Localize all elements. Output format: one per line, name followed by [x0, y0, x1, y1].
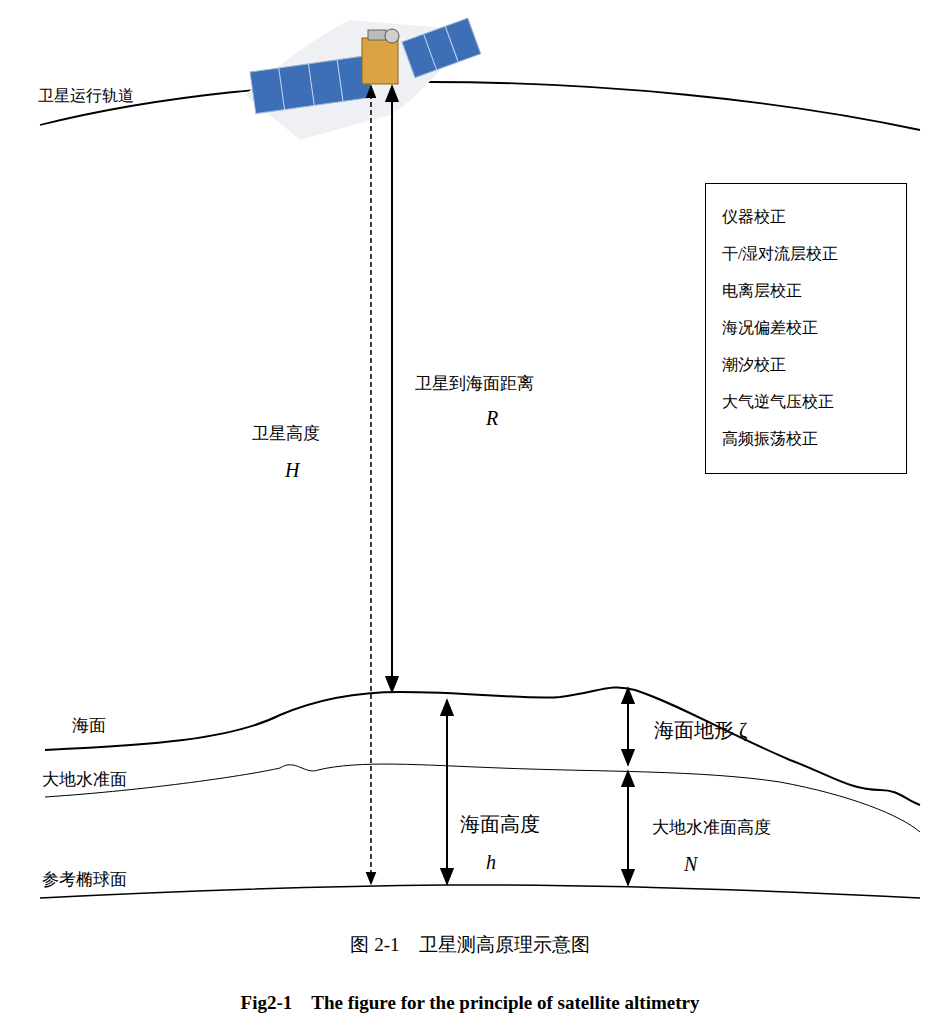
correction-item: 电离层校正: [722, 272, 890, 309]
height-symbol: H: [285, 458, 299, 482]
geoid-height-symbol: N: [684, 852, 697, 876]
height-label: 卫星高度: [252, 424, 320, 444]
figure-caption: 图 2-1 卫星测高原理示意图: [0, 932, 940, 958]
correction-item: 仪器校正: [722, 198, 890, 235]
geoid-label: 大地水准面: [42, 770, 127, 790]
correction-item: 海况偏差校正: [722, 309, 890, 346]
correction-item: 干/湿对流层校正: [722, 235, 890, 272]
correction-item: 高频振荡校正: [722, 420, 890, 457]
orbit-curve: [40, 82, 920, 130]
sea-height-symbol: h: [486, 850, 496, 874]
range-label: 卫星到海面距离: [415, 374, 534, 394]
correction-list-box: 仪器校正干/湿对流层校正电离层校正海况偏差校正潮汐校正大气逆气压校正高频振荡校正: [705, 183, 907, 474]
sea-surface-label: 海面: [72, 716, 106, 736]
ellipsoid-label: 参考椭球面: [42, 870, 127, 890]
correction-item: 潮汐校正: [722, 346, 890, 383]
caption-english: Fig2-1 The figure for the principle of s…: [0, 990, 940, 1016]
correction-item: 大气逆气压校正: [722, 383, 890, 420]
satellite: [245, 18, 481, 140]
geoid-height-label: 大地水准面高度: [652, 818, 771, 838]
orbit-label: 卫星运行轨道: [38, 86, 134, 105]
range-symbol: R: [486, 406, 498, 430]
topography-label: 海面地形 ζ: [654, 718, 747, 742]
sea-height-label: 海面高度: [460, 812, 540, 836]
